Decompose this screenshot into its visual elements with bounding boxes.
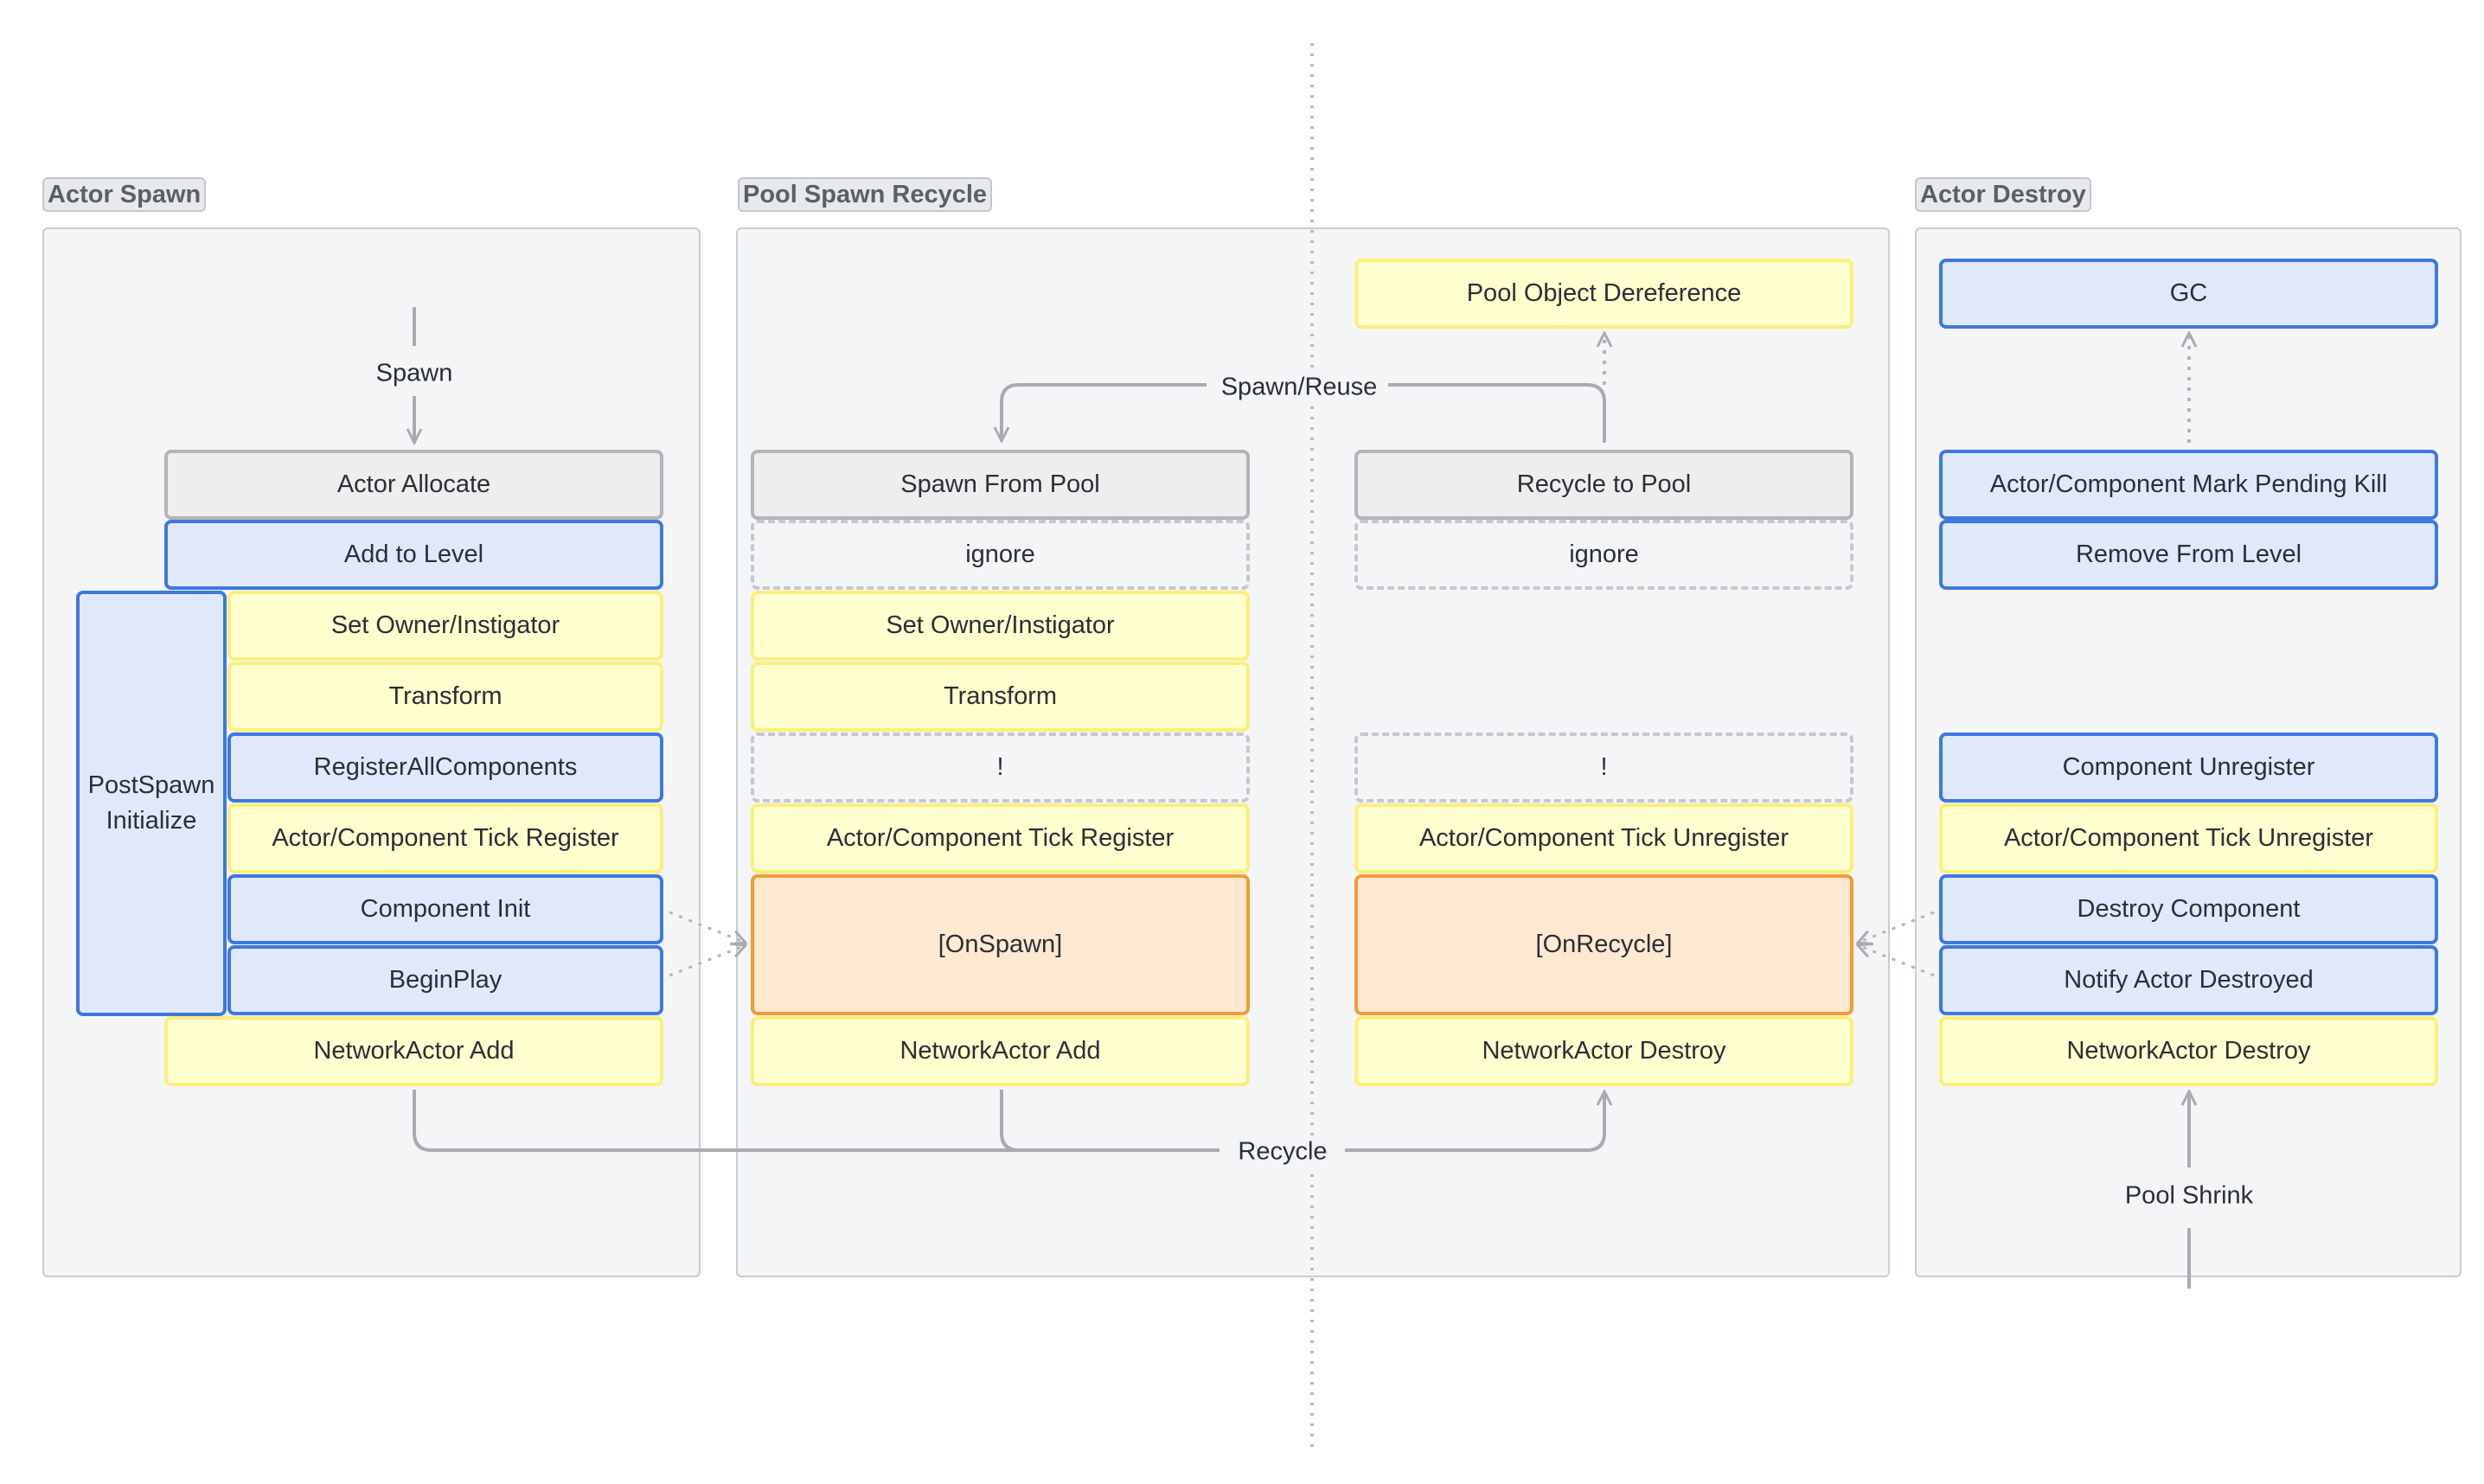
pool-network-actor-add-node[interactable]: NetworkActor Add <box>751 1016 1250 1086</box>
pool-spawn-bang-node[interactable]: ! <box>751 732 1250 803</box>
destroy-component-to-onrecycle <box>1858 911 1935 943</box>
set-owner-instigator-node[interactable]: Set Owner/Instigator <box>227 591 663 661</box>
spawn-label: Spawn <box>365 357 464 390</box>
spawn-from-pool-node[interactable]: Spawn From Pool <box>751 450 1250 520</box>
network-actor-add-node[interactable]: NetworkActor Add <box>164 1016 663 1086</box>
gc-node[interactable]: GC <box>1939 259 2438 329</box>
transform-node[interactable]: Transform <box>227 662 663 732</box>
actor-spawn-title: Actor Spawn <box>42 177 207 212</box>
pool-tick-register-node[interactable]: Actor/Component Tick Register <box>751 803 1250 873</box>
pool-spawn-ignore-node[interactable]: ignore <box>751 520 1250 590</box>
actor-destroy-title: Actor Destroy <box>1915 177 2091 212</box>
remove-from-level-node[interactable]: Remove From Level <box>1939 520 2438 590</box>
pool-object-dereference-node[interactable]: Pool Object Dereference <box>1354 259 1853 329</box>
pool-network-actor-destroy-node[interactable]: NetworkActor Destroy <box>1354 1016 1853 1086</box>
recycle-label: Recycle <box>1227 1135 1338 1168</box>
component-init-to-onspawn <box>669 911 746 943</box>
destroy-component-node[interactable]: Destroy Component <box>1939 874 2438 944</box>
register-all-components-node[interactable]: RegisterAllComponents <box>227 732 663 803</box>
spawn-reuse-path <box>1002 383 1606 443</box>
spawn-reuse-label: Spawn/Reuse <box>1210 371 1388 404</box>
begin-play-node[interactable]: BeginPlay <box>227 945 663 1015</box>
destroy-tick-unregister-node[interactable]: Actor/Component Tick Unregister <box>1939 803 2438 873</box>
notify-destroyed-to-onrecycle <box>1858 945 1935 977</box>
pool-spawn-recycle-title: Pool Spawn Recycle <box>738 177 993 212</box>
component-init-node[interactable]: Component Init <box>227 874 663 944</box>
on-recycle-node[interactable]: [OnRecycle] <box>1354 874 1853 1015</box>
mark-pending-kill-node[interactable]: Actor/Component Mark Pending Kill <box>1939 450 2438 520</box>
recycle-to-pool-node[interactable]: Recycle to Pool <box>1354 450 1853 520</box>
destroy-network-actor-destroy-node[interactable]: NetworkActor Destroy <box>1939 1016 2438 1086</box>
pool-set-owner-instigator-node[interactable]: Set Owner/Instigator <box>751 591 1250 661</box>
notify-actor-destroyed-node[interactable]: Notify Actor Destroyed <box>1939 945 2438 1015</box>
post-spawn-initialize-node[interactable]: PostSpawn Initialize <box>76 591 227 1016</box>
add-to-level-node[interactable]: Add to Level <box>164 520 663 590</box>
pool-tick-unregister-node[interactable]: Actor/Component Tick Unregister <box>1354 803 1853 873</box>
on-spawn-node[interactable]: [OnSpawn] <box>751 874 1250 1015</box>
pool-transform-node[interactable]: Transform <box>751 662 1250 732</box>
pool-shrink-label: Pool Shrink <box>2114 1180 2264 1212</box>
beginplay-to-onspawn <box>669 945 746 977</box>
tick-register-node[interactable]: Actor/Component Tick Register <box>227 803 663 873</box>
pool-recycle-ignore-node[interactable]: ignore <box>1354 520 1853 590</box>
recycle-path <box>413 1090 1604 1152</box>
actor-allocate-node[interactable]: Actor Allocate <box>164 450 663 520</box>
pool-recycle-bang-node[interactable]: ! <box>1354 732 1853 803</box>
recycle-branch <box>1000 1090 1020 1152</box>
component-unregister-node[interactable]: Component Unregister <box>1939 732 2438 803</box>
